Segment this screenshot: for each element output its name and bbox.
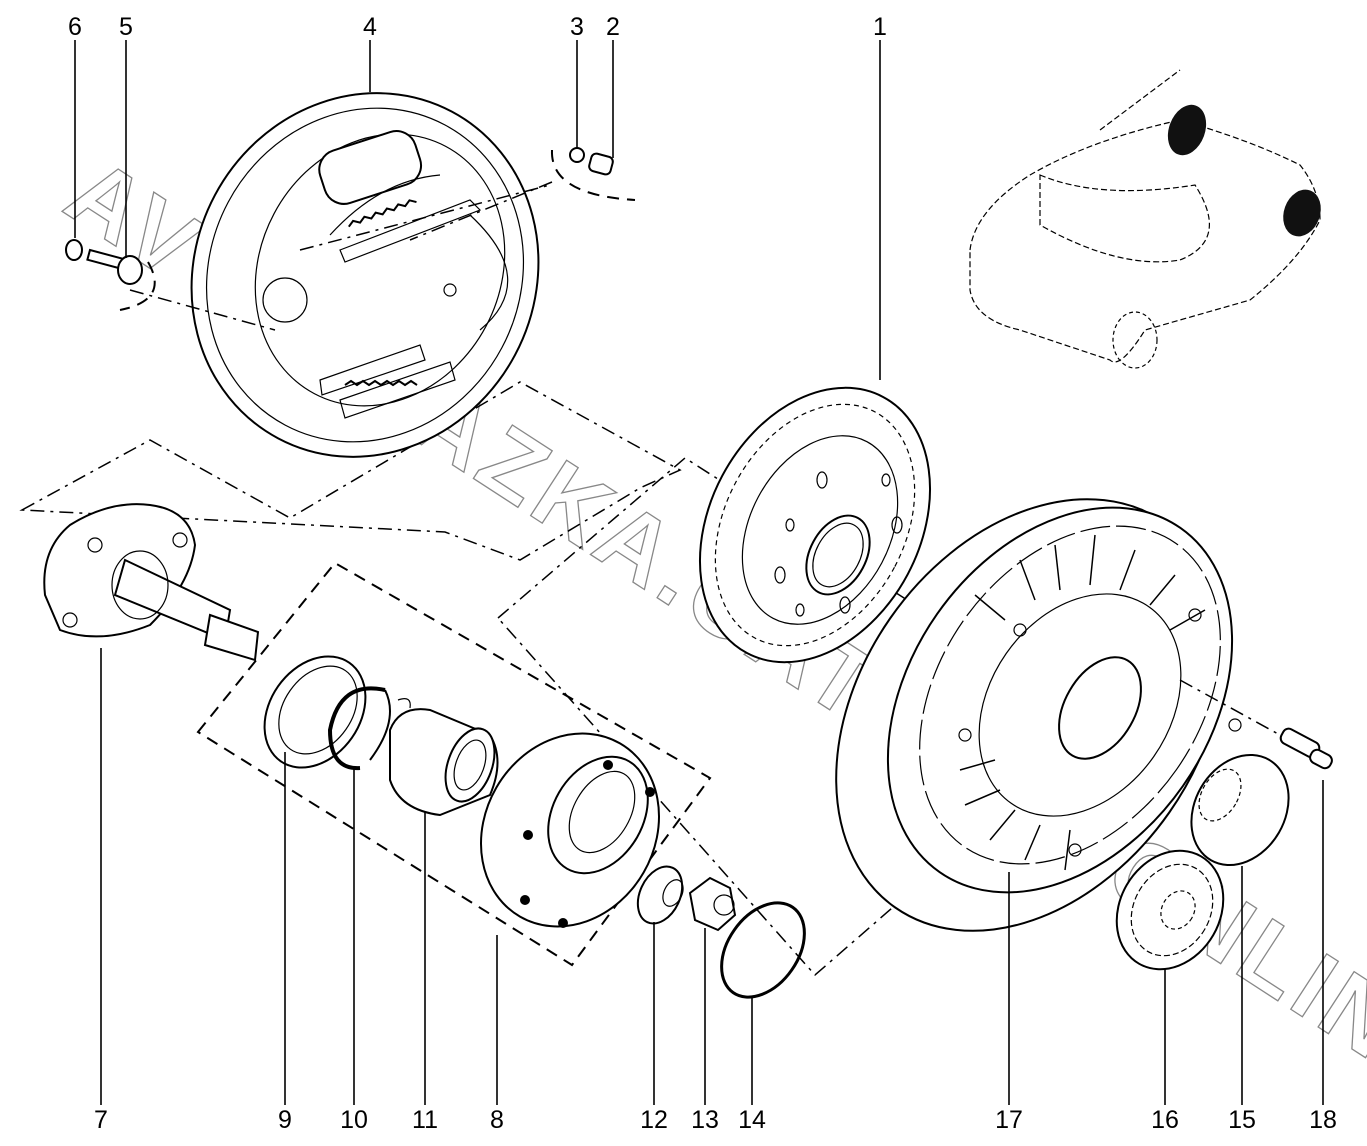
callout-3: 3 [570, 13, 584, 148]
callout-label-6: 6 [68, 13, 82, 41]
callout-10: 10 [340, 768, 368, 1134]
part-12-washer [636, 865, 684, 925]
part-2-bleed-screw [409, 149, 636, 241]
part-7-stub-axle [43, 503, 260, 662]
callout-2: 2 [606, 13, 620, 158]
callout-18: 18 [1309, 780, 1337, 1134]
callout-8: 8 [490, 935, 504, 1134]
callout-7: 7 [94, 648, 108, 1134]
part-4-backing-plate [190, 92, 551, 458]
callout-label-9: 9 [278, 1106, 292, 1134]
callout-label-8: 8 [490, 1106, 504, 1134]
callout-1: 1 [873, 13, 887, 380]
callout-4: 4 [363, 13, 377, 92]
part-11-bearing [389, 698, 499, 817]
part-18-wheel-stud [1179, 679, 1333, 770]
vehicle-locator-inset [969, 69, 1321, 369]
callout-label-4: 4 [363, 13, 377, 41]
part-10-circlip [327, 686, 391, 771]
callout-label-3: 3 [570, 13, 584, 41]
part-14-o-ring [720, 901, 806, 999]
rear-wheel-highlight-top [1167, 104, 1207, 156]
callout-label-13: 13 [691, 1106, 719, 1134]
callout-label-14: 14 [738, 1106, 766, 1134]
part-17-brake-drum [835, 498, 1242, 932]
assembly-outline-hub [19, 381, 931, 977]
callout-6: 6 [68, 13, 82, 238]
callout-label-10: 10 [340, 1106, 368, 1134]
callout-label-18: 18 [1309, 1106, 1337, 1134]
callout-9: 9 [278, 752, 292, 1134]
callout-11: 11 [412, 812, 438, 1134]
rear-wheel-highlight-bottom [1283, 189, 1321, 237]
callout-label-16: 16 [1151, 1106, 1179, 1134]
callout-label-15: 15 [1228, 1106, 1256, 1134]
callout-15: 15 [1228, 866, 1256, 1134]
callout-label-7: 7 [94, 1106, 108, 1134]
callout-16: 16 [1151, 968, 1179, 1134]
part-5-bolt [86, 248, 276, 331]
callout-17: 17 [995, 872, 1023, 1134]
callout-13: 13 [691, 928, 719, 1134]
part-13-hub-nut [688, 876, 737, 932]
callout-12: 12 [640, 922, 668, 1134]
part-9-oil-seal [263, 655, 367, 769]
drum-fins [959, 534, 1206, 871]
callout-label-1: 1 [873, 13, 887, 41]
callout-5: 5 [119, 13, 133, 258]
part-15-hub-cap [1190, 753, 1290, 867]
part-8-hub [480, 732, 660, 928]
part-1-tone-ring [698, 386, 932, 664]
callout-14: 14 [738, 998, 766, 1134]
part-16-dust-cap [1115, 849, 1225, 971]
callout-label-11: 11 [412, 1106, 438, 1134]
part-6-nut [65, 239, 83, 261]
callout-label-17: 17 [995, 1106, 1023, 1134]
callout-label-2: 2 [606, 13, 620, 41]
callout-label-5: 5 [119, 13, 133, 41]
part-3-bleed-cap [569, 147, 585, 163]
callout-label-12: 12 [640, 1106, 668, 1134]
